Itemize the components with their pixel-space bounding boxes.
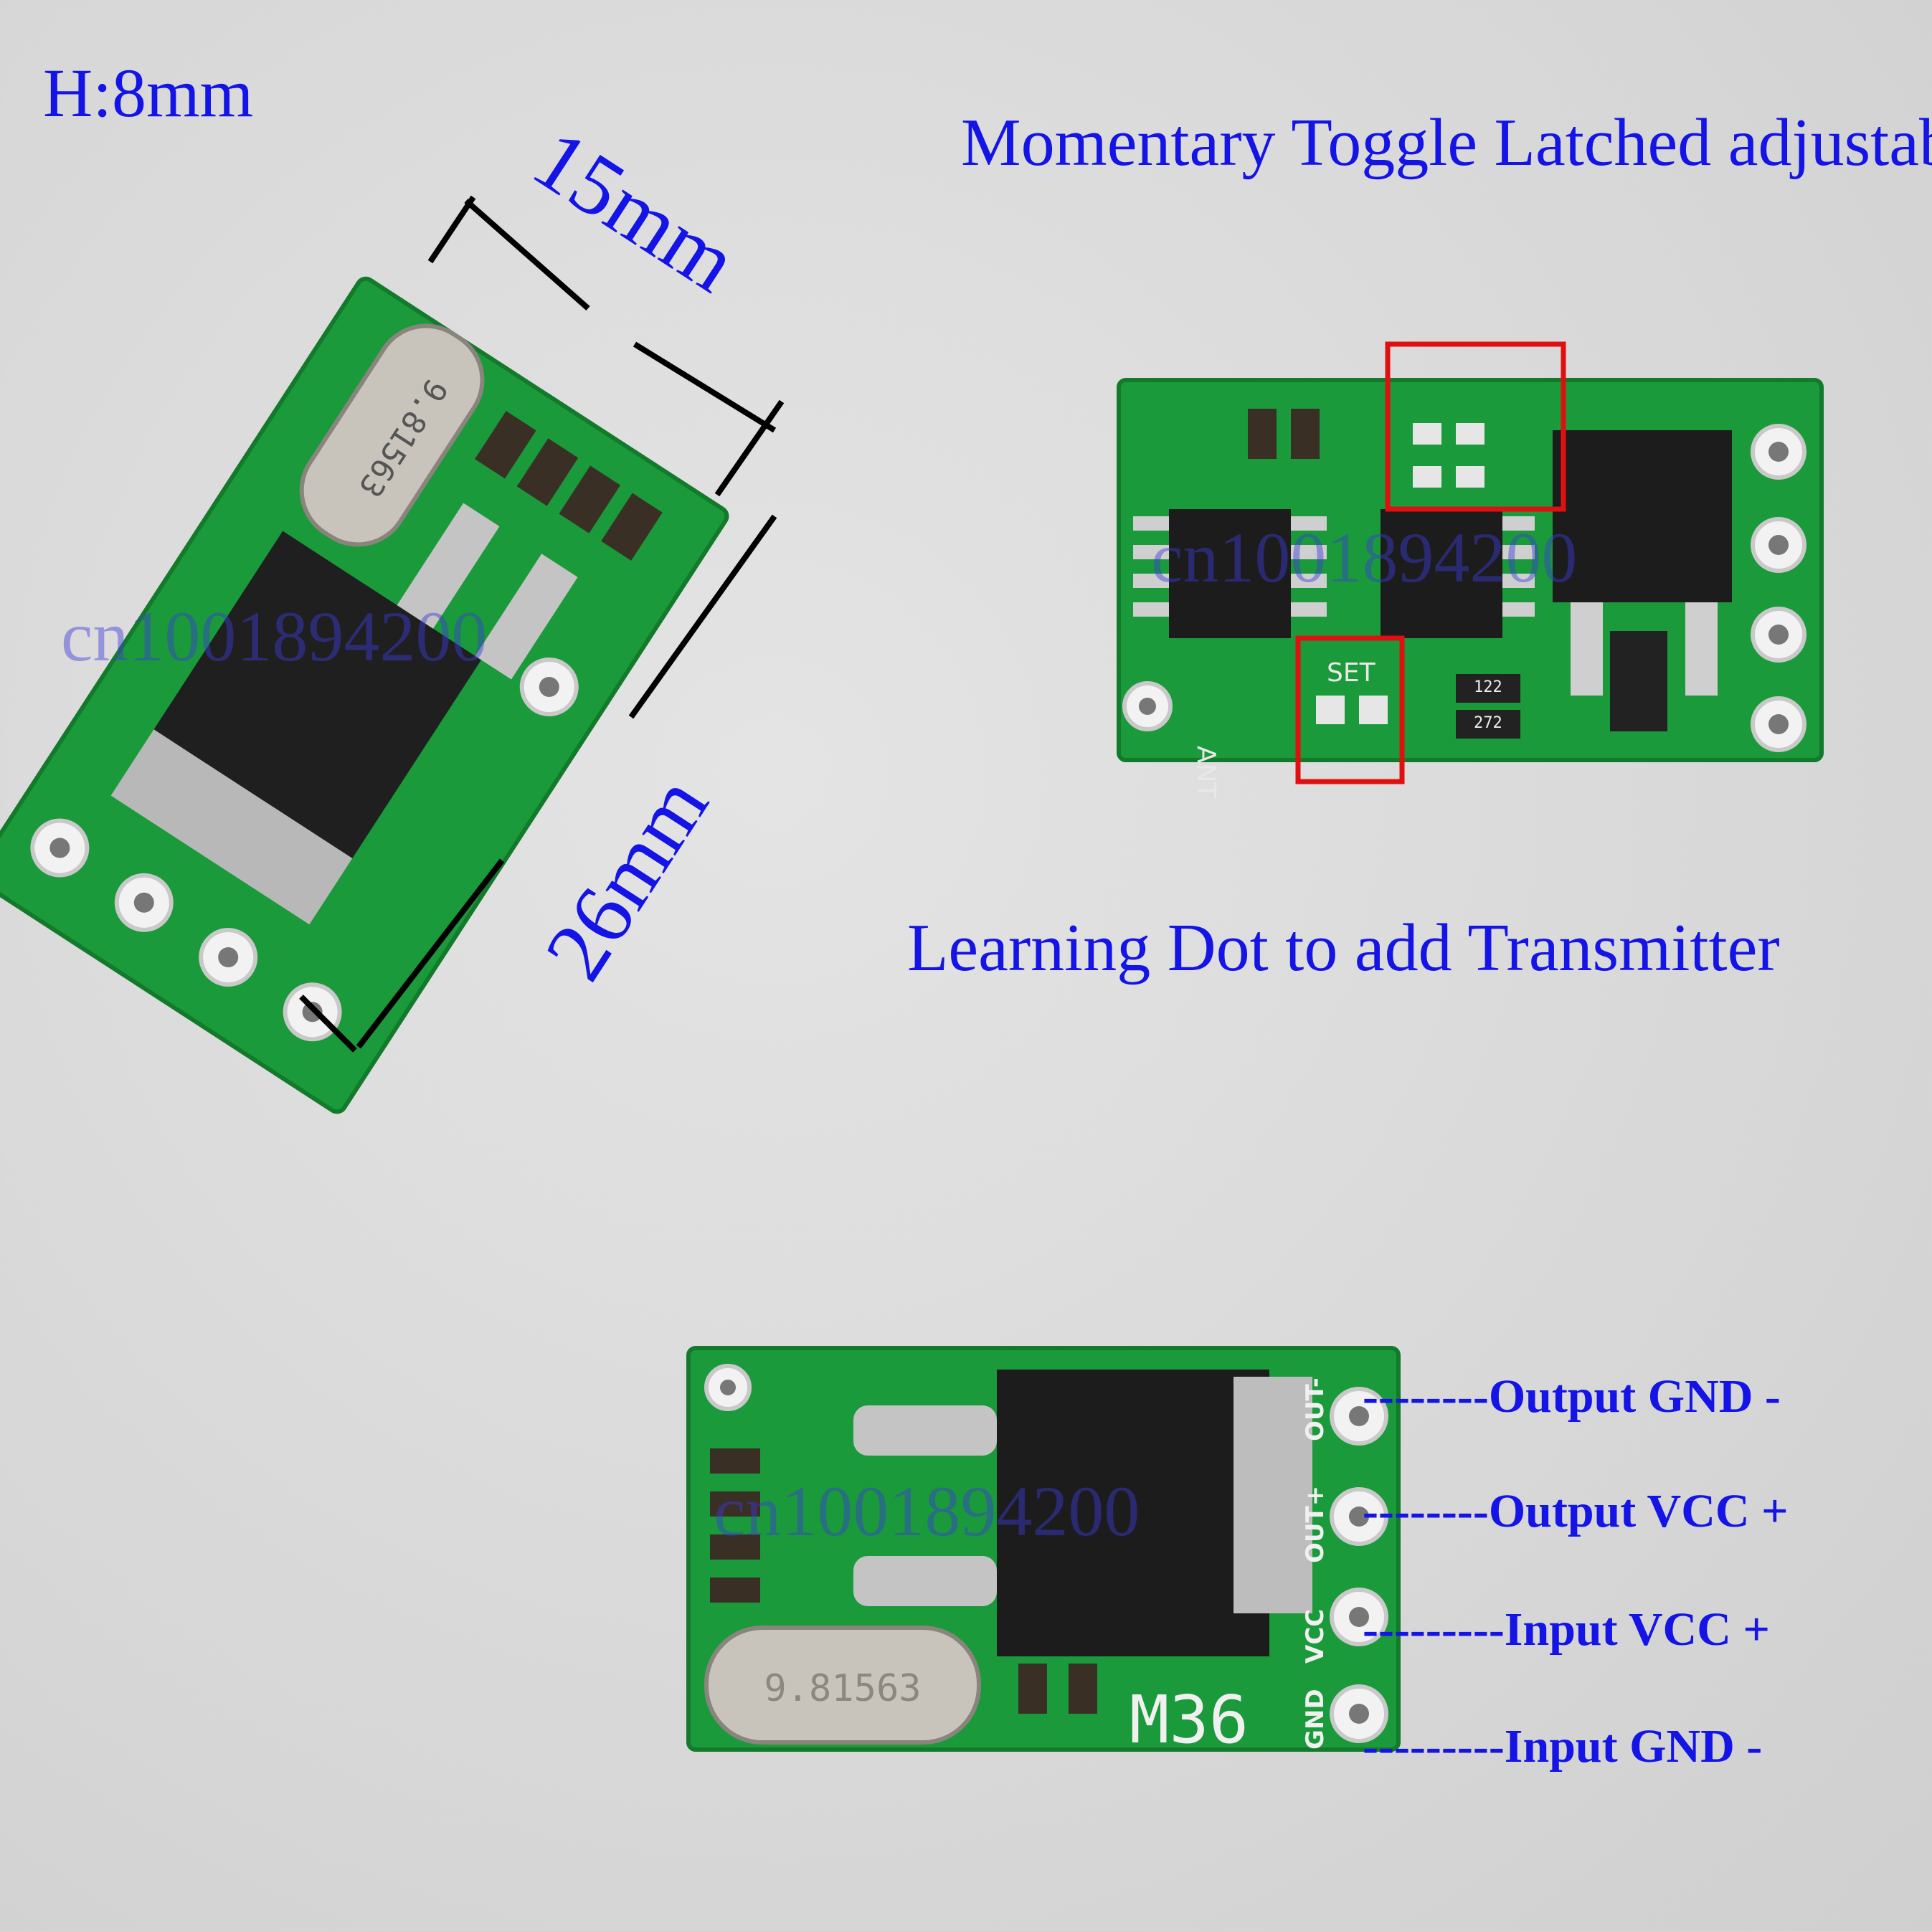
crystal-front-label: 9.81563 [764,1667,921,1710]
silk-gnd: GND [1301,1689,1330,1750]
silk-out-minus: OUT- [1301,1377,1330,1441]
pin-label-output-gnd: --------Output GND - [1363,1370,1781,1423]
ant-silk-label: ANT [1191,746,1221,800]
watermark: cn1001894200 [1151,518,1578,597]
board-back: SET ANT 122 272 [1117,341,1824,800]
watermark: cn1001894200 [714,1471,1140,1551]
mosfet-component [153,531,482,859]
height-label: H:8mm [43,54,254,131]
resistor-272-label: 272 [1474,714,1502,732]
watermark: cn1001894200 [61,597,488,676]
board-front: 9.81563 M36 OUT- OUT+ VCC GND [686,1346,1401,1758]
mode-title-label: Momentary Toggle Latched adjustable [961,105,1932,180]
pin-label-input-gnd: ---------Input GND - [1363,1720,1763,1773]
ic-chip-2 [1381,509,1502,638]
learning-dot-highlight [1295,635,1405,784]
silk-out-plus: OUT+ [1301,1486,1330,1563]
set-silk-label: SET [1327,658,1376,688]
resistor-122-label: 122 [1474,678,1502,696]
pin-label-output-vcc: --------Output VCC + [1363,1485,1789,1537]
learning-dot-label: Learning Dot to add Transmitter [907,911,1780,985]
crystal-component [299,323,485,547]
silk-vcc: VCC [1301,1609,1330,1664]
mode-jumper-highlight [1385,341,1566,512]
crystal-front [704,1626,981,1745]
pin-label-input-vcc: ---------Input VCC + [1363,1603,1770,1656]
model-silk-label: M36 [1130,1681,1249,1758]
ic-chip-1 [1169,509,1291,638]
dimension-arrow-15mm [427,195,785,497]
mosfet-front [997,1370,1269,1656]
board-angled: 9.81563 [0,276,729,1114]
mosfet-back [1553,430,1732,602]
dimension-arrow-26mm [299,514,777,1053]
